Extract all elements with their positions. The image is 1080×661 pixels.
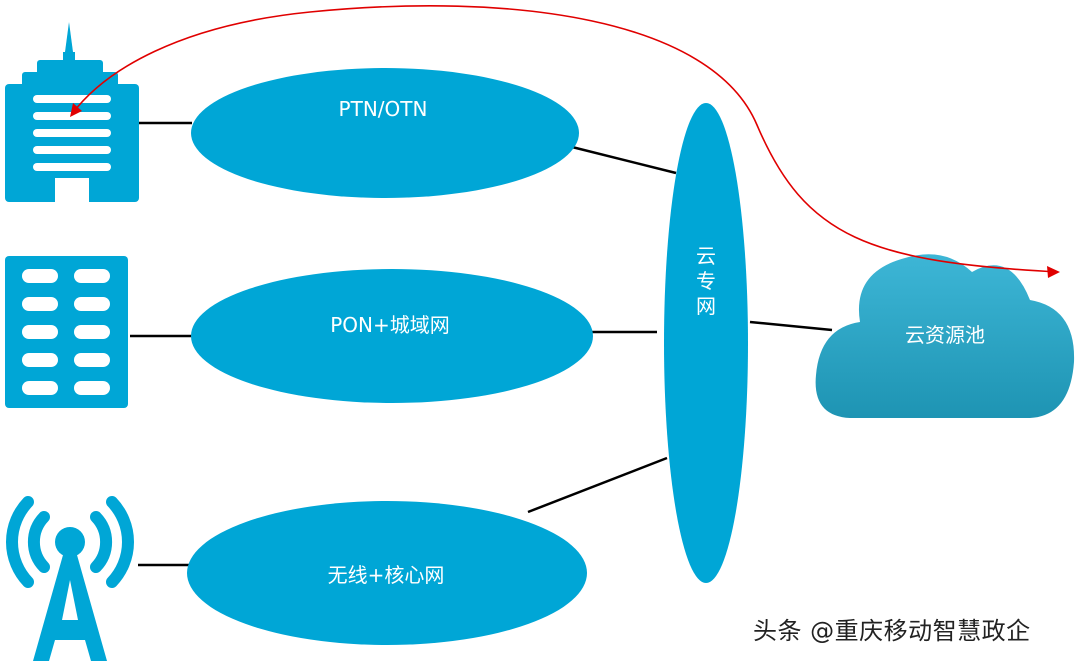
return-arrow (71, 5, 1059, 273)
cloud-network-label-char-1: 云 (696, 244, 716, 268)
cloud-network-node: 云 专 网 (664, 103, 748, 583)
arrowhead-right (1047, 266, 1060, 278)
cloud-network-label-char-3: 网 (696, 294, 716, 318)
office-building-icon (5, 256, 128, 408)
tall-building-icon (5, 22, 139, 202)
arrowhead-building (70, 103, 82, 117)
wireless-label: 无线+核心网 (328, 563, 445, 587)
ptn-otn-node: PTN/OTN (191, 68, 579, 198)
pon-label: PON+城域网 (330, 313, 450, 337)
ptn-otn-label: PTN/OTN (339, 97, 428, 121)
cloud-resource-pool: 云资源池 (815, 254, 1075, 418)
link-ptn-cloudnet (567, 144, 677, 175)
wireless-node: 无线+核心网 (187, 501, 587, 645)
pon-node: PON+城域网 (191, 269, 593, 403)
watermark: 头条 @重庆移动智慧政企 (753, 617, 1031, 645)
cloud-resource-pool-label: 云资源池 (905, 323, 985, 347)
cloud-network-label-char-2: 专 (696, 269, 716, 293)
links (128, 121, 833, 567)
cloud-icon (815, 254, 1075, 418)
link-cloudnet-pool (749, 320, 833, 332)
link-wireless-cloudnet (527, 456, 668, 514)
radio-tower-icon (6, 496, 134, 661)
